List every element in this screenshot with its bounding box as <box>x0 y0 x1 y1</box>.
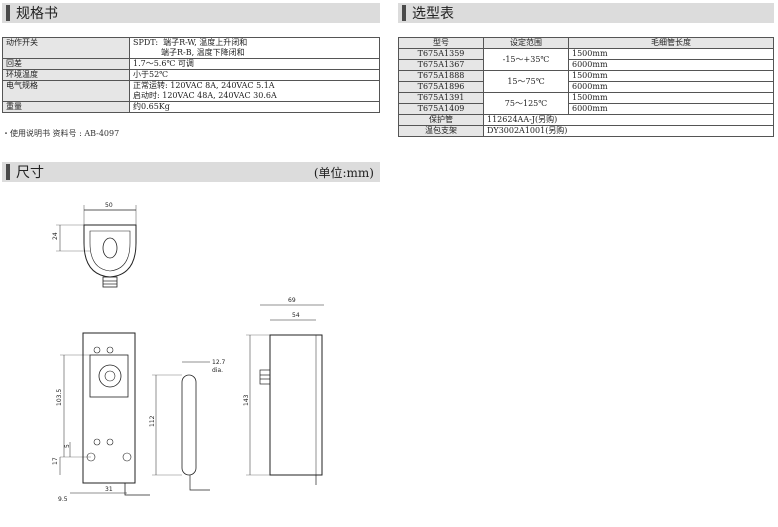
accessory-name: 温包支架 <box>398 125 484 137</box>
length-cell: 6000mm <box>568 81 774 93</box>
selection-row: T675A1409 6000mm <box>398 103 774 115</box>
spec-value-line: SPDT: 端子R-W, 温度上升闭和 <box>133 38 248 47</box>
model-cell: T675A1391 <box>398 92 484 104</box>
accessory-value: DY3002A1001(另购) <box>483 125 774 137</box>
spec-key: 动作开关 <box>2 37 130 59</box>
spec-row: 环境温度小于52℃ <box>2 69 380 81</box>
dim-112: 112 <box>149 415 156 427</box>
top-view: 50 24 <box>52 202 137 288</box>
model-cell: T675A1896 <box>398 81 484 93</box>
spec-value-line: 启动时: 120VAC 48A, 240VAC 30.6A <box>133 91 277 100</box>
dim-69: 69 <box>288 297 296 304</box>
dimension-drawing: 50 24 103.5 5 17 9.5 31 <box>52 202 324 503</box>
spec-key: 重量 <box>2 101 130 113</box>
section-marker <box>402 5 406 21</box>
selection-column-header: 型号 <box>398 37 484 49</box>
model-cell: T675A1367 <box>398 59 484 71</box>
selection-row: T675A1896 6000mm <box>398 81 774 93</box>
dims-header: 尺寸 (单位:mm) <box>2 162 380 182</box>
selection-header: 选型表 <box>398 3 774 23</box>
spec-value: SPDT: 端子R-W, 温度上升闭和 端子R-B, 温度下降闭和 <box>129 37 380 59</box>
dim-5: 5 <box>64 444 71 448</box>
dim-12-7: 12.7 <box>212 359 226 366</box>
spec-value-line: 端子R-B, 温度下降闭和 <box>133 48 245 57</box>
range-cell: -15～+35℃ <box>483 48 569 71</box>
spec-title: 规格书 <box>16 6 58 22</box>
model-cell: T675A1359 <box>398 48 484 60</box>
spec-value-line: 小于52℃ <box>133 70 169 79</box>
dim-17: 17 <box>52 457 59 465</box>
accessory-value: 112624AA-J(另购) <box>483 114 774 126</box>
spec-value-line: 正常运转: 120VAC 8A, 240VAC 5.1A <box>133 81 275 90</box>
dims-unit: (单位:mm) <box>313 165 374 180</box>
range-cell: 15～75℃ <box>483 70 569 93</box>
spec-value-line: 1.7～5.6℃ 可调 <box>133 59 194 68</box>
selection-header-row: 型号设定范围毛细管长度 <box>398 37 774 49</box>
length-cell: 6000mm <box>568 103 774 115</box>
section-marker <box>6 5 10 21</box>
section-marker <box>6 164 10 180</box>
dim-103-5: 103.5 <box>56 389 63 406</box>
selection-column-header: 设定范围 <box>483 37 569 49</box>
spec-key: 环境温度 <box>2 69 130 81</box>
model-cell: T675A1409 <box>398 103 484 115</box>
selection-column-header: 毛细管长度 <box>568 37 774 49</box>
spec-value: 小于52℃ <box>129 69 380 81</box>
dim-9-5: 9.5 <box>58 496 68 503</box>
dims-title: 尺寸 <box>16 165 44 181</box>
dim-50: 50 <box>105 202 113 209</box>
spec-value: 约0.65Kg <box>129 101 380 113</box>
accessory-name: 保护管 <box>398 114 484 126</box>
dim-54: 54 <box>292 312 300 319</box>
dim-24: 24 <box>52 232 59 240</box>
side-view: 69 54 143 <box>243 297 324 485</box>
spec-row: 重量约0.65Kg <box>2 101 380 113</box>
length-cell: 1500mm <box>568 48 774 60</box>
length-cell: 1500mm <box>568 92 774 104</box>
spec-header: 规格书 <box>2 3 380 23</box>
selection-title: 选型表 <box>412 6 454 22</box>
spec-note: ・使用说明书 资料号 : AB-4097 <box>2 129 120 138</box>
dim-dia: dia. <box>212 367 223 374</box>
spec-key: 回差 <box>2 58 130 70</box>
spec-value-line: 约0.65Kg <box>133 102 170 111</box>
model-cell: T675A1888 <box>398 70 484 82</box>
spec-value: 1.7～5.6℃ 可调 <box>129 58 380 70</box>
selection-row: T675A1367 6000mm <box>398 59 774 71</box>
range-cell: 75～125℃ <box>483 92 569 115</box>
dim-143: 143 <box>243 394 250 406</box>
length-cell: 6000mm <box>568 59 774 71</box>
dim-31: 31 <box>105 486 113 493</box>
front-view: 103.5 5 17 9.5 31 <box>52 332 150 503</box>
spec-key: 电气规格 <box>2 80 130 102</box>
length-cell: 1500mm <box>568 70 774 82</box>
bulb-view: 112 12.7 dia. <box>149 359 226 491</box>
